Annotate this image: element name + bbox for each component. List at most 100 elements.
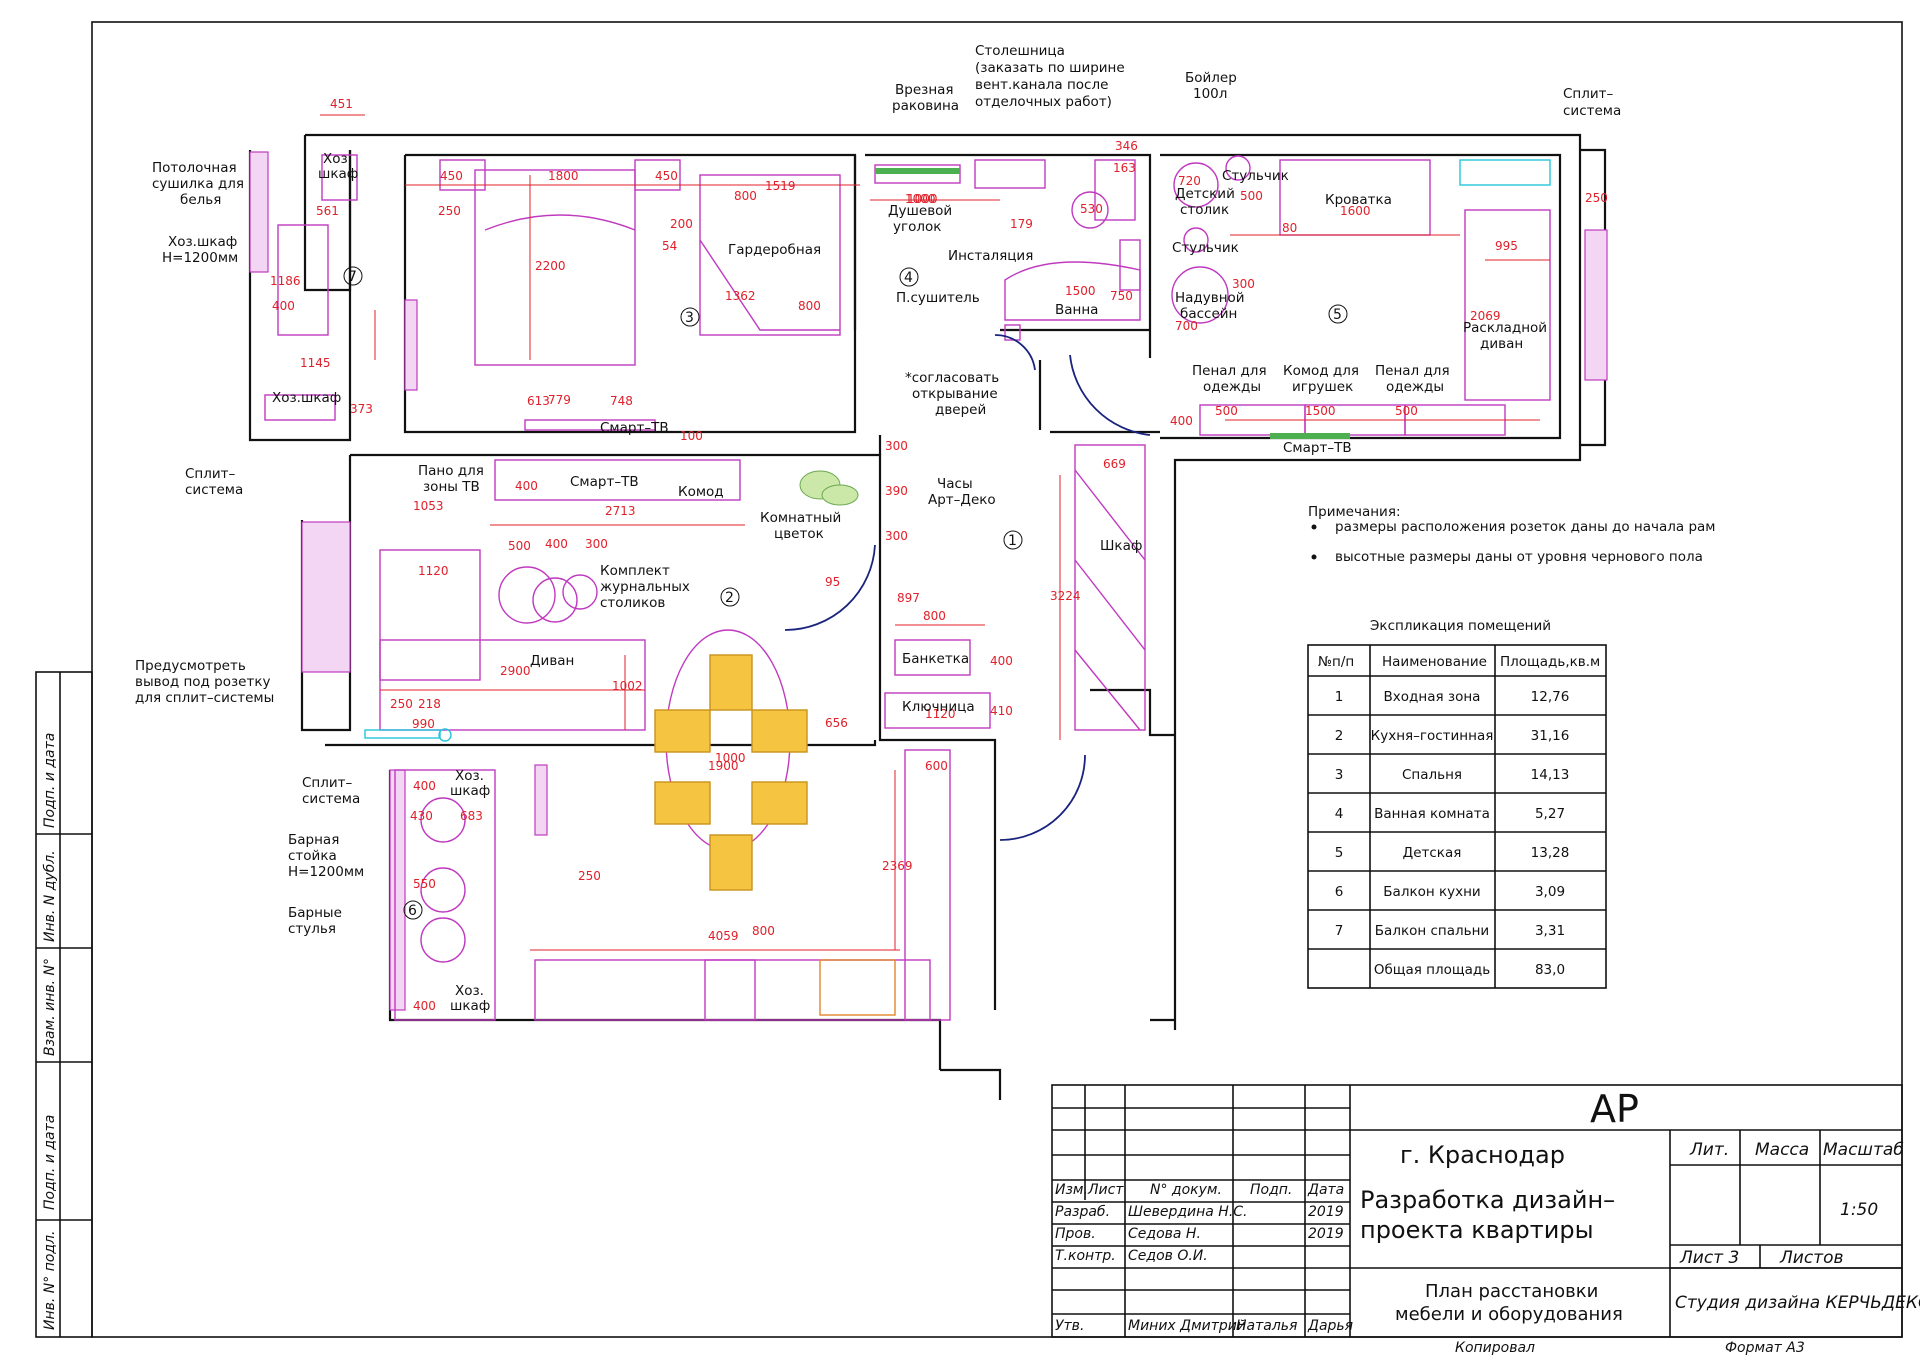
dim: 100 (680, 429, 703, 443)
format-label: Формат А3 (1725, 1340, 1805, 1356)
mass-label: Масса (1755, 1140, 1809, 1160)
dim: 250 (578, 869, 601, 883)
dim: 300 (885, 439, 908, 453)
label-socket: Предусмотреть (135, 658, 246, 674)
dim: 500 (508, 539, 531, 553)
dim: 800 (752, 924, 775, 938)
exp-cell-num: 1 (1335, 689, 1344, 705)
exp-cell-name: Детская (1403, 845, 1462, 861)
exp-cell-name: Входная зона (1384, 689, 1481, 705)
dim: 500 (1395, 404, 1418, 418)
label-agree-3: дверей (935, 402, 986, 418)
dim: 995 (1495, 239, 1518, 253)
exp-header-name: Наименование (1382, 654, 1487, 670)
sofa-bed (1464, 209, 1551, 401)
sheets-label: Листов (1779, 1248, 1844, 1268)
dim: 613 (527, 394, 550, 408)
label-split-kitchen-2: система (302, 791, 360, 807)
dim: 1600 (1340, 204, 1371, 218)
label-hoz-line: Хоз.шкаф (272, 390, 341, 406)
exp-cell-name: Кухня–гостинная (1371, 728, 1494, 744)
sig-date-1: 2019 (1308, 1204, 1344, 1220)
exp-cell-name: Балкон спальни (1375, 923, 1489, 939)
label-penal-1: Пенал для (1192, 363, 1267, 379)
windows (249, 151, 1608, 1011)
label-sofa: Диван (530, 653, 574, 669)
project-title-2: проекта квартиры (1360, 1216, 1594, 1244)
dim: 1000 (907, 192, 938, 206)
room-numbers: 1 2 3 4 5 6 7 (343, 266, 1348, 920)
label-ceiling-dryer-2: сушилка для (152, 176, 244, 192)
dim: 400 (1170, 414, 1193, 428)
label-toys-2: игрушек (1292, 379, 1353, 395)
label-sofa-bed: Раскладной (1463, 320, 1547, 336)
label-towel-dryer: П.сушитель (896, 290, 980, 306)
sig-role-1: Разраб. (1055, 1204, 1110, 1220)
dim: 1900 (708, 759, 739, 773)
dim: 400 (413, 779, 436, 793)
label-countertop-4: отделочных работ) (975, 94, 1112, 110)
label-penal-2b: одежды (1386, 379, 1444, 395)
label-countertop-3: вент.канала после (975, 77, 1108, 93)
label-split-top: Сплит– (1563, 86, 1614, 102)
label-hoz-kitchen-a: Хоз. (455, 768, 484, 784)
dim: 373 (350, 402, 373, 416)
dim: 2369 (882, 859, 913, 873)
dim: 897 (897, 591, 920, 605)
sig-role-4: Утв. (1055, 1318, 1084, 1334)
scale-label: Масштаб (1823, 1140, 1904, 1160)
dimension-values: 451 450 1800 450 250 800 1519 1000 200 5… (270, 97, 1608, 1013)
doors (784, 334, 1151, 841)
room-number-6: 6 (408, 903, 417, 919)
dim: 1120 (418, 564, 449, 578)
label-flower-2: цветок (774, 526, 824, 542)
split-system-kids (1459, 159, 1551, 186)
label-crib: Кроватка (1325, 192, 1392, 208)
dim: 163 (1113, 161, 1136, 175)
dim: 550 (413, 877, 436, 891)
label-socket-2: вывод под розетку (135, 674, 271, 690)
label-clock-2: Арт–Деко (928, 492, 996, 508)
dim: 561 (316, 204, 339, 218)
bench (894, 639, 971, 676)
label-split-top-2: система (1563, 103, 1621, 119)
wardrobe-room (699, 174, 841, 336)
label-smart-tv-bed: Смарт–ТВ (600, 420, 669, 436)
project-title-1: Разработка дизайн– (1360, 1186, 1615, 1214)
stamp-inv-dubl: Инв. N дубл. (42, 850, 58, 942)
dim: 1500 (1305, 404, 1336, 418)
exp-cell-area: 13,28 (1531, 845, 1570, 861)
dim: 400 (990, 654, 1013, 668)
label-countertop-2: (заказать по ширине (975, 60, 1125, 76)
label-pano-2: зоны ТВ (423, 479, 480, 495)
dim: 3224 (1050, 589, 1081, 603)
label-ceiling-dryer-3: белья (180, 192, 221, 208)
exp-cell-area: 31,16 (1531, 728, 1570, 744)
label-ceiling-dryer: Потолочная (152, 160, 237, 176)
exp-cell-area: 3,09 (1535, 884, 1565, 900)
exp-cell-name: Общая площадь (1374, 962, 1490, 978)
dim: 400 (413, 999, 436, 1013)
label-bar-chairs: Барные (288, 905, 342, 921)
dim: 2713 (605, 504, 636, 518)
dimension-lines (320, 114, 1550, 951)
dim: 800 (798, 299, 821, 313)
dim: 2900 (500, 664, 531, 678)
bedroom (264, 154, 841, 431)
exp-cell-area: 83,0 (1535, 962, 1565, 978)
label-bar: Барная (288, 832, 339, 848)
exp-cell-area: 14,13 (1531, 767, 1570, 783)
label-kids-table: Детский (1175, 186, 1235, 202)
label-sink-2: раковина (892, 98, 959, 114)
entry (884, 444, 1146, 731)
dim: 300 (885, 529, 908, 543)
stamp-inv-podl: Инв. N° подл. (42, 1231, 58, 1331)
label-chest: Комод (678, 484, 724, 500)
label-smart-tv-living: Смарт–ТВ (570, 474, 639, 490)
dim: 250 (390, 697, 413, 711)
label-hoz-kitchen-b: шкаф (450, 783, 490, 799)
notes: Примечания: размеры расположения розеток… (1308, 504, 1715, 565)
label-bar-3: Н=1200мм (288, 864, 364, 880)
